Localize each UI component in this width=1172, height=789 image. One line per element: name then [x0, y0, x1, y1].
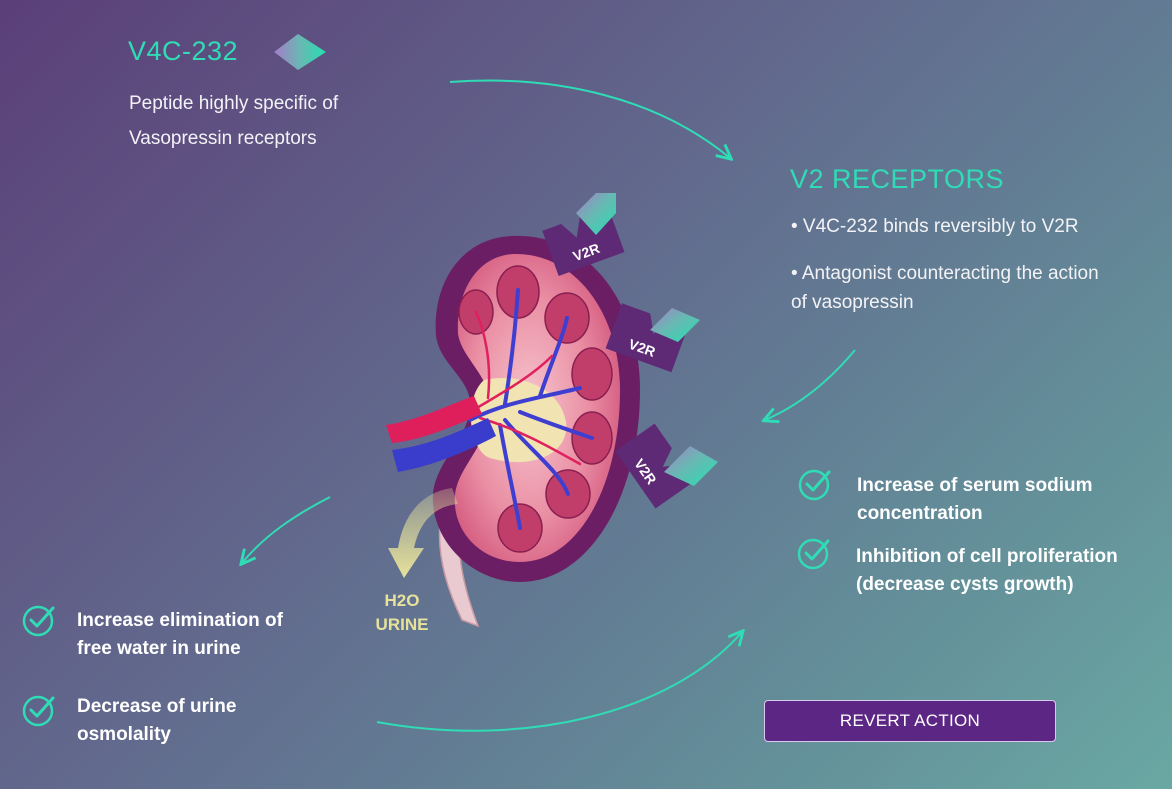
arrow-left-to-right-effects: [376, 632, 742, 732]
urine-flow-arrow: [388, 488, 458, 578]
check-circle-icon: [22, 695, 55, 727]
arrow-kidney-to-left-effects: [242, 496, 331, 563]
arteries: [468, 310, 582, 466]
revert-action-button[interactable]: REVERT ACTION: [764, 700, 1056, 742]
urine-label-line-2: URINE: [375, 615, 429, 634]
renal-artery: [386, 396, 482, 443]
effect-right-2: Inhibition of cell proliferation (decrea…: [856, 546, 1118, 595]
check-circle-icon: [798, 469, 831, 501]
renal-pelvis: [470, 377, 567, 463]
check-circle-icon: [22, 605, 55, 637]
receptor-2: V2R: [605, 303, 688, 373]
check-circle-icon: [797, 538, 830, 570]
peptide-description: Peptide highly specific of Vasopressin r…: [129, 93, 339, 149]
effect-right-1: Increase of serum sodium concentration: [857, 475, 1093, 524]
renal-vein: [392, 418, 496, 472]
arrow-peptide-to-receptors: [449, 79, 730, 158]
receptors-bullet-2: • Antagonist counteracting the action of…: [791, 263, 1099, 313]
diamond-icon: [650, 308, 700, 342]
receptors-bullet-1: • V4C-232 binds reversibly to V2R: [791, 216, 1079, 237]
receptors-title: V2 RECEPTORS: [790, 164, 1005, 194]
diamond-icon: [576, 193, 616, 235]
effect-left-2: Decrease of urine osmolality: [77, 696, 237, 745]
diamond-icon: [274, 34, 326, 70]
peptide-name: V4C-232: [128, 36, 239, 66]
urine-label-line-1: H2O: [384, 591, 420, 610]
diamond-icon: [664, 446, 718, 486]
urine-label: H2O URINE: [372, 589, 432, 637]
arrow-receptors-to-kidney: [765, 349, 856, 420]
effect-left-1: Increase elimination of free water in ur…: [77, 610, 283, 659]
